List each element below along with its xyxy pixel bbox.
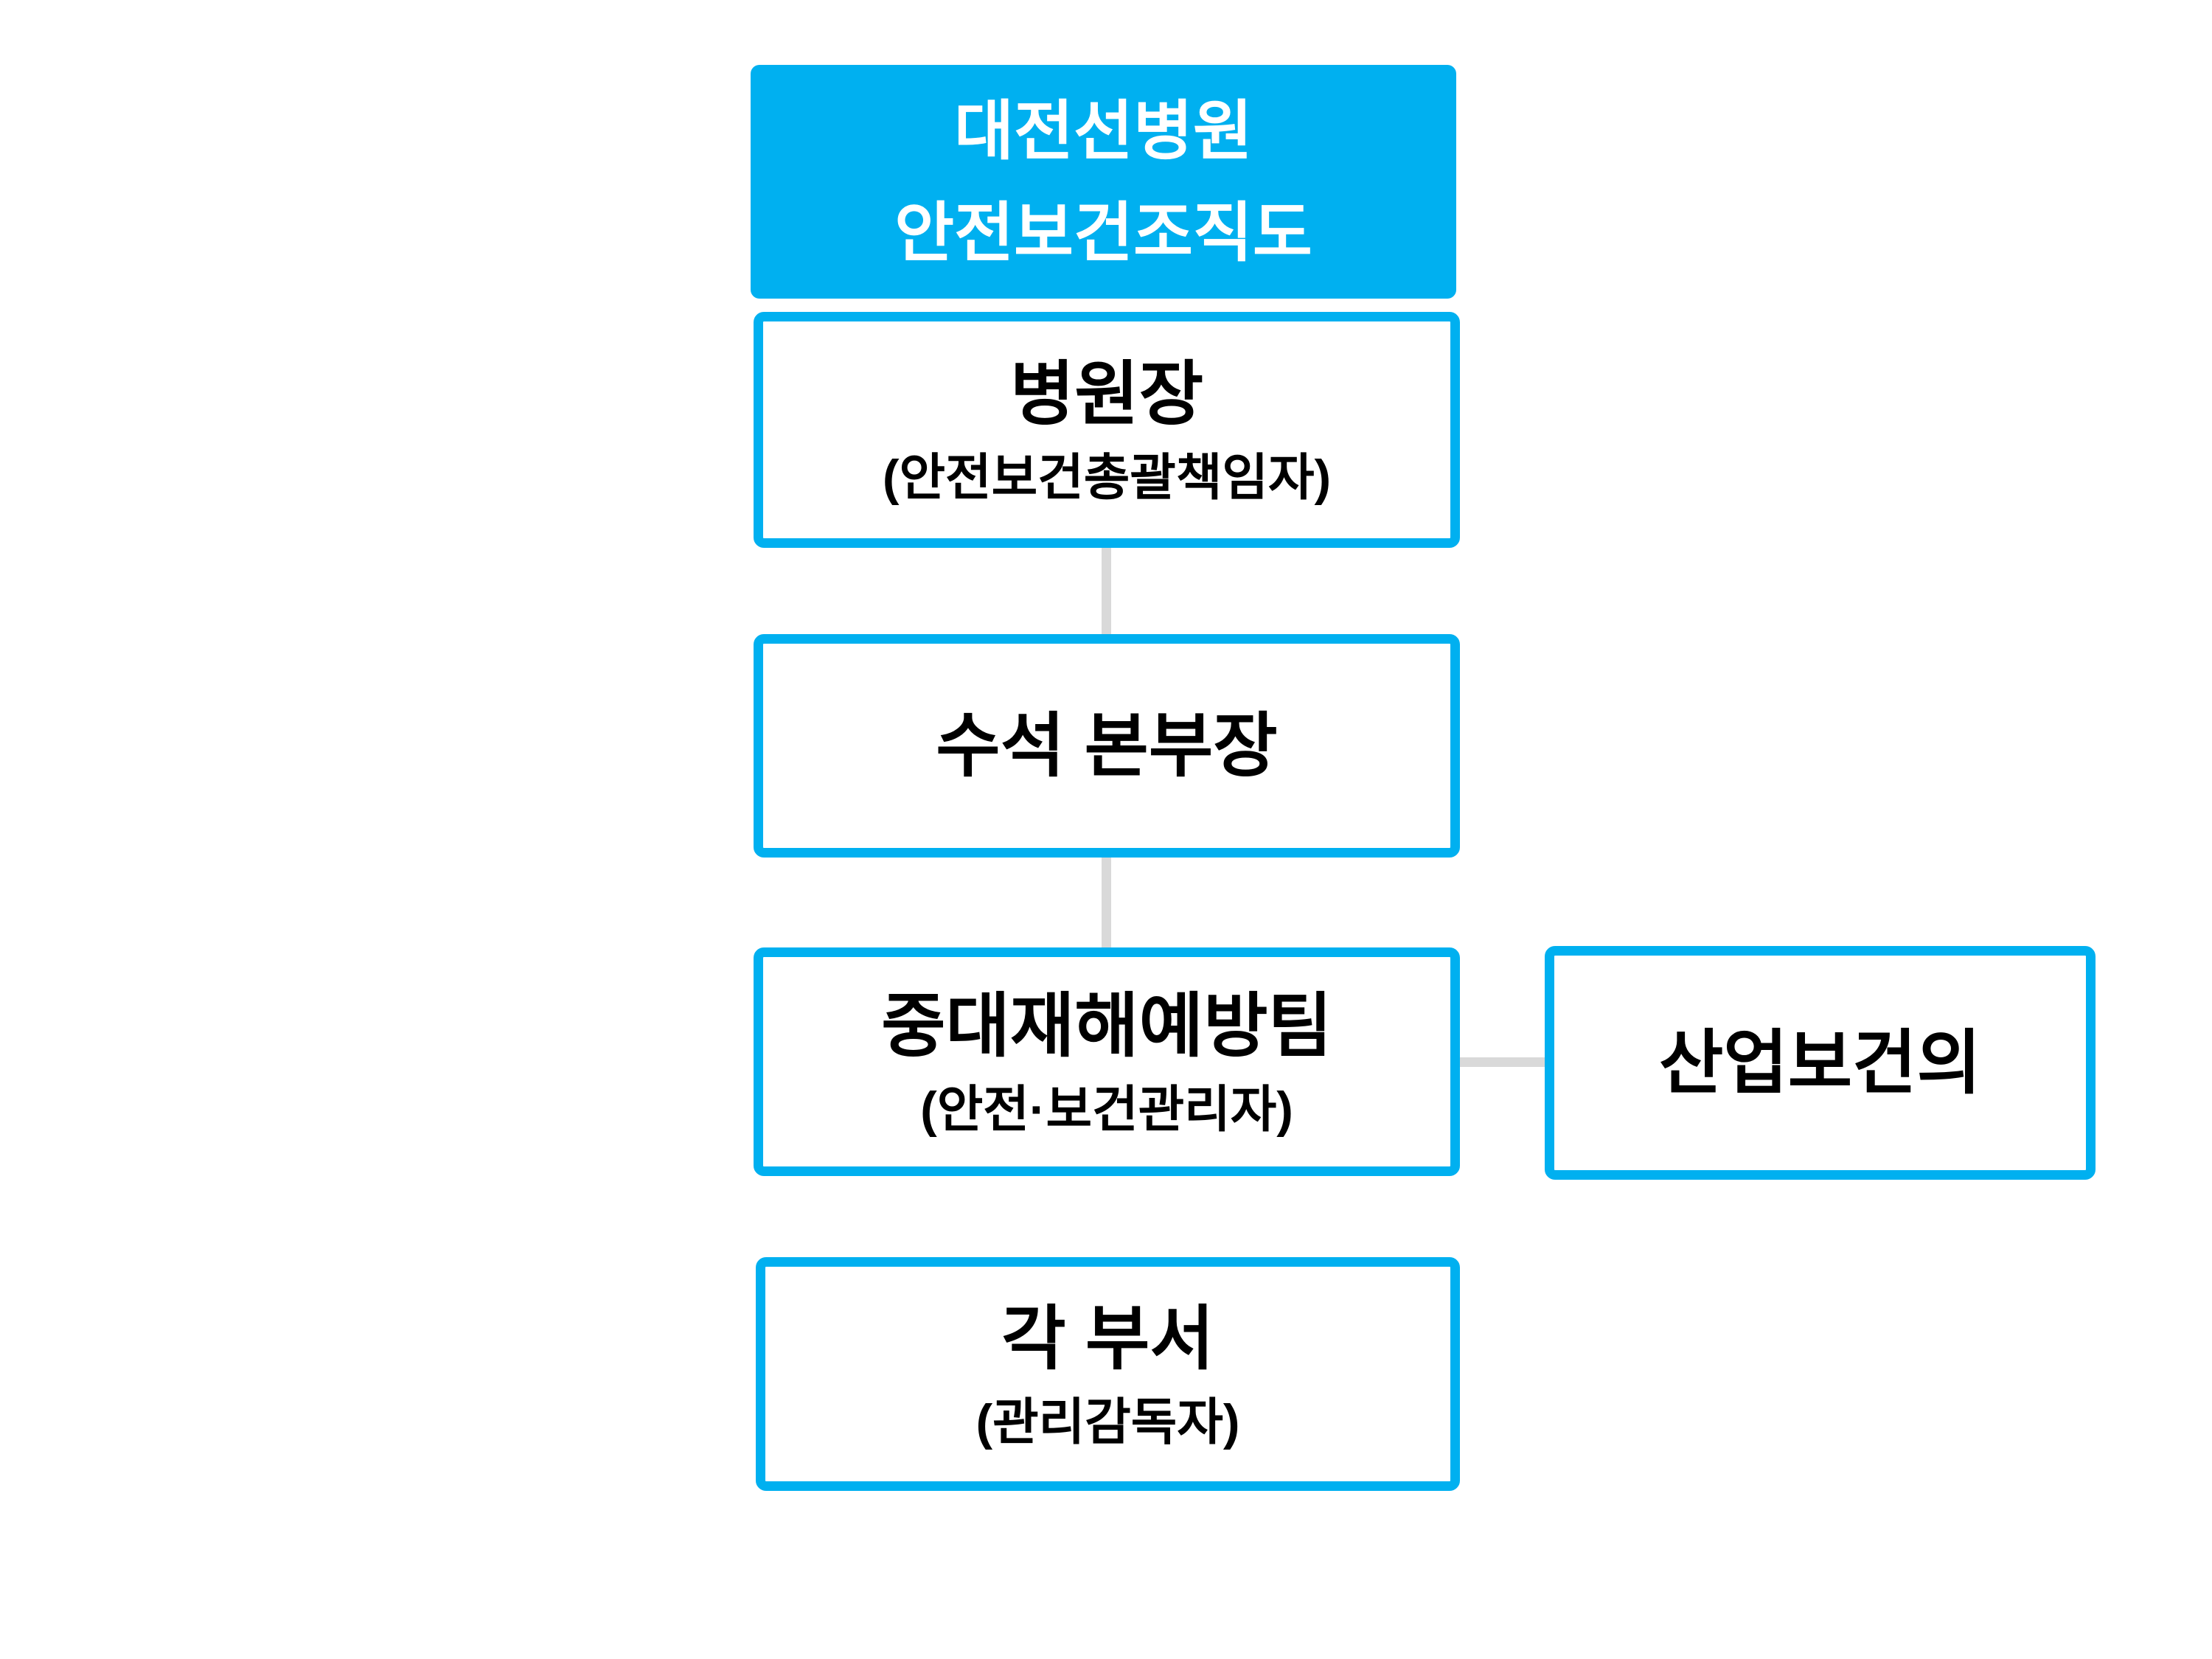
- node-disaster-prevention-team: 중대재해예방팀 (안전·보건관리자): [754, 947, 1460, 1176]
- node-chief-headquarters: 수석 본부장: [754, 634, 1460, 858]
- chart-title-box: 대전선병원 안전보건조직도: [751, 65, 1456, 299]
- node-hospital-director: 병원장 (안전보건총괄책임자): [754, 312, 1460, 548]
- connector-chief-to-team: [1102, 858, 1111, 947]
- node-disaster-prevention-team-subtitle: (안전·보건관리자): [920, 1082, 1293, 1138]
- chart-title-line1: 대전선병원: [954, 94, 1253, 167]
- chart-title-line2: 안전보건조직도: [894, 195, 1312, 269]
- node-departments: 각 부서 (관리감독자): [756, 1257, 1460, 1491]
- node-chief-headquarters-title: 수석 본부장: [936, 706, 1278, 785]
- node-industrial-health-physician-title: 산업보건의: [1658, 1023, 1981, 1102]
- node-departments-subtitle: (관리감독자): [975, 1394, 1240, 1450]
- node-industrial-health-physician: 산업보건의: [1545, 946, 2096, 1180]
- node-hospital-director-title: 병원장: [1009, 355, 1204, 434]
- connector-director-to-chief: [1102, 548, 1111, 634]
- node-departments-title: 각 부서: [1001, 1299, 1214, 1378]
- node-hospital-director-subtitle: (안전보건총괄책임자): [882, 450, 1332, 506]
- node-disaster-prevention-team-title: 중대재해예방팀: [881, 987, 1332, 1065]
- connector-team-to-physician: [1460, 1057, 1545, 1067]
